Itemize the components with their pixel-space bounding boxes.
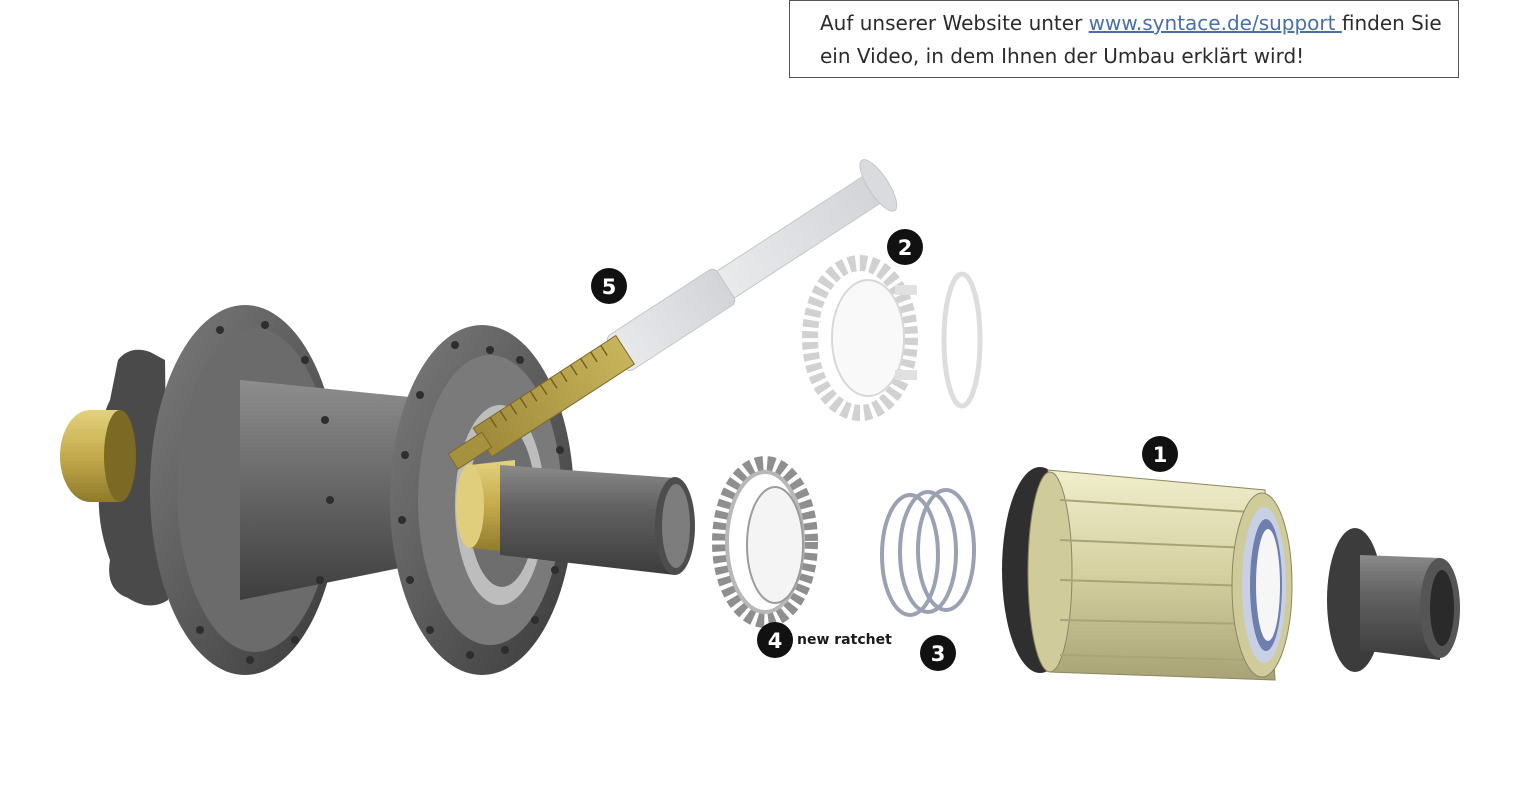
new-ratchet-part xyxy=(712,456,818,628)
callout-1: 1 xyxy=(1142,436,1178,472)
callout-4: 4 new ratchet xyxy=(757,622,892,658)
callout-1-number: 1 xyxy=(1153,443,1168,467)
freehub-splines xyxy=(1059,499,1251,661)
right-end-cap xyxy=(1327,528,1460,672)
callout-5: 5 xyxy=(591,268,627,304)
callout-4-number: 4 xyxy=(768,629,783,653)
notice-text-before: Auf unserer Website unter xyxy=(820,11,1089,35)
notice-text-after: finden Sie xyxy=(1341,11,1442,35)
notice-line-2: ein Video, in dem Ihnen der Umbau erklär… xyxy=(820,44,1305,68)
callout-5-number: 5 xyxy=(602,275,617,299)
callout-3-number: 3 xyxy=(931,642,946,666)
notice-line-1: Auf unserer Website unter www.syntace.de… xyxy=(820,7,1458,40)
callout-3: 3 xyxy=(920,635,956,671)
callout-4-label: new ratchet xyxy=(797,632,892,648)
hub-shell xyxy=(240,380,440,600)
ghost-ratchet-and-washer xyxy=(802,255,983,421)
spring-part xyxy=(880,488,976,617)
freehub-body xyxy=(1002,467,1293,681)
support-link[interactable]: www.syntace.de/support xyxy=(1088,11,1342,35)
syringe-scale xyxy=(489,345,608,428)
axle xyxy=(500,465,675,575)
info-notice-box: Auf unserer Website unter www.syntace.de… xyxy=(789,0,1459,78)
callout-2: 2 xyxy=(887,229,923,265)
callout-2-number: 2 xyxy=(898,236,913,260)
grease-syringe xyxy=(447,159,898,470)
